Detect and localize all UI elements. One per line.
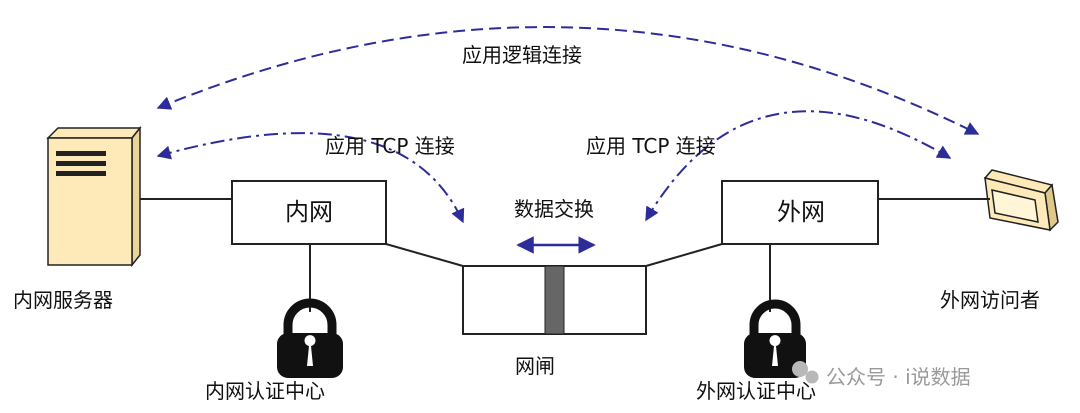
intranet-server-label: 内网服务器 bbox=[13, 288, 113, 312]
data-exchange-label: 数据交换 bbox=[514, 197, 594, 221]
gateway-label: 网闸 bbox=[515, 354, 555, 378]
right-tcp-connection-label: 应用 TCP 连接 bbox=[586, 134, 716, 158]
app-logic-connection-arrow bbox=[156, 26, 980, 135]
app-logic-connection-label: 应用逻辑连接 bbox=[462, 43, 582, 67]
right-tcp-connection-arrow bbox=[645, 110, 952, 222]
computer-icon bbox=[983, 169, 1059, 232]
watermark-logo-icon bbox=[792, 361, 819, 384]
extranet-label: 外网 bbox=[777, 198, 825, 226]
intranet-to-gateway-line bbox=[385, 243, 464, 267]
intranet-auth-label: 内网认证中心 bbox=[205, 379, 325, 403]
intranet-auth-lock-icon bbox=[277, 298, 343, 378]
server-icon bbox=[46, 125, 142, 268]
intranet-label: 内网 bbox=[285, 198, 333, 226]
extranet-auth-lock-icon bbox=[744, 299, 806, 378]
watermark-text: 公众号 · i说数据 bbox=[826, 365, 971, 389]
extranet-auth-label: 外网认证中心 bbox=[696, 379, 816, 403]
left-tcp-connection-arrow bbox=[156, 132, 465, 224]
gateway-to-extranet-line bbox=[645, 243, 723, 267]
left-tcp-connection-label: 应用 TCP 连接 bbox=[325, 134, 455, 158]
gateway-divider bbox=[544, 265, 565, 335]
extranet-visitor-label: 外网访问者 bbox=[940, 288, 1040, 312]
